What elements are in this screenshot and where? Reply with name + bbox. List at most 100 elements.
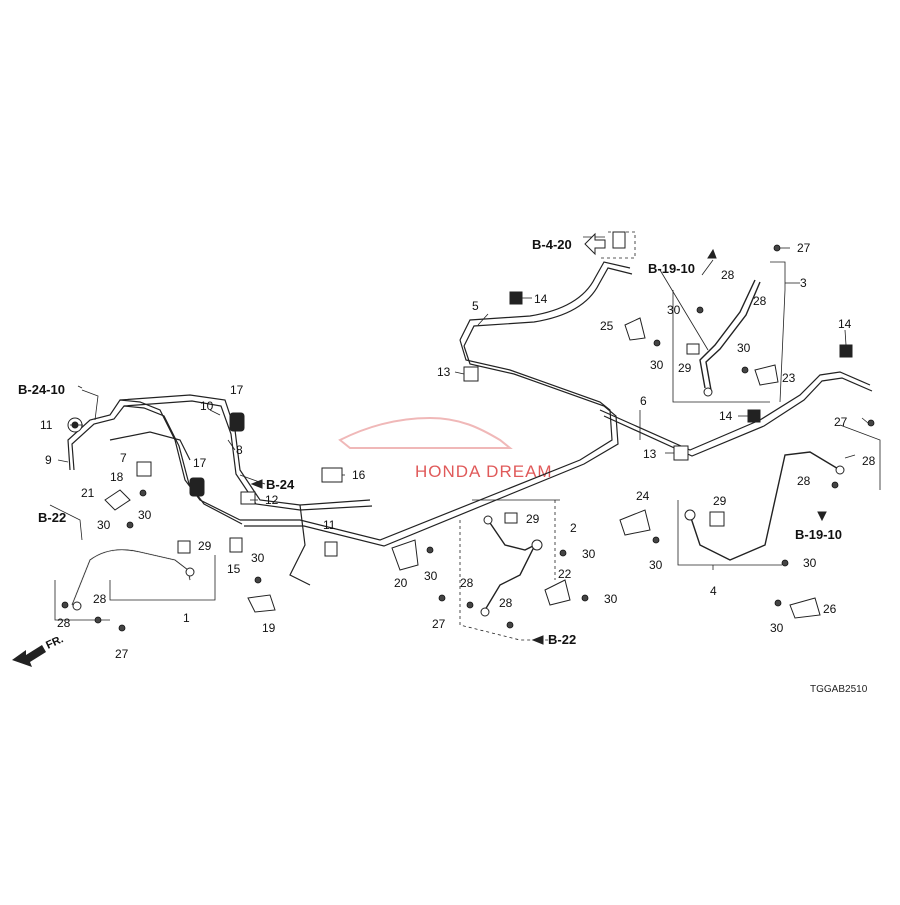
label-3: 3	[800, 276, 807, 290]
leader-lines	[49, 236, 869, 570]
clip-13a	[463, 366, 479, 382]
label-29c: 29	[678, 361, 692, 375]
bracket-25	[624, 317, 646, 341]
ref-b22-mid[interactable]: B-22	[548, 632, 576, 647]
clip-17a	[229, 412, 245, 432]
label-8: 8	[236, 443, 243, 457]
label-28g: 28	[862, 454, 876, 468]
label-30i: 30	[667, 303, 681, 317]
label-30j: 30	[737, 341, 751, 355]
label-30c: 30	[251, 551, 265, 565]
label-28e: 28	[721, 268, 735, 282]
label-26: 26	[823, 602, 837, 616]
clip-14c	[839, 344, 853, 358]
label-11b: 11	[323, 518, 336, 532]
bolts	[61, 244, 875, 632]
label-22: 22	[558, 567, 572, 581]
bracket-19	[247, 594, 276, 613]
clip-14a	[509, 291, 523, 305]
label-10: 10	[200, 399, 214, 413]
label-20: 20	[394, 576, 408, 590]
bracket-26	[789, 597, 821, 619]
brake-hose-3	[699, 279, 761, 397]
clip-18	[136, 461, 152, 477]
ref-b19-10-top[interactable]: B-19-10	[648, 261, 695, 276]
clip-12	[240, 491, 256, 505]
ref-b4-20[interactable]: B-4-20	[532, 237, 572, 252]
label-4: 4	[710, 584, 717, 598]
ref-b24-10[interactable]: B-24-10	[18, 382, 65, 397]
label-13b: 13	[643, 447, 657, 461]
label-30d: 30	[424, 569, 438, 583]
label-30h: 30	[650, 358, 664, 372]
brake-hose-4	[684, 451, 845, 561]
label-30k: 30	[803, 556, 817, 570]
label-30g: 30	[649, 558, 663, 572]
diagram-code: TGGAB2510	[810, 684, 868, 695]
label-17a: 17	[230, 383, 244, 397]
clip-29c	[686, 343, 700, 355]
label-11a: 11	[40, 418, 53, 432]
label-7: 7	[120, 451, 127, 465]
label-15: 15	[227, 562, 241, 576]
brake-hose-1	[71, 549, 195, 611]
label-12: 12	[265, 493, 279, 507]
ref-b24[interactable]: B-24	[266, 477, 295, 492]
label-29d: 29	[713, 494, 727, 508]
label-5: 5	[472, 299, 479, 313]
watermark: HONDA DREAM	[338, 416, 553, 481]
label-21: 21	[81, 486, 95, 500]
label-14b: 14	[719, 409, 733, 423]
ref-b19-10-right[interactable]: B-19-10	[795, 527, 842, 542]
label-27d: 27	[115, 647, 129, 661]
label-18: 18	[110, 470, 124, 484]
watermark-text: HONDA DREAM	[415, 462, 553, 481]
bracket-21	[104, 489, 131, 511]
label-23: 23	[782, 371, 796, 385]
bracket-23	[754, 364, 779, 386]
front-label: FR.	[44, 633, 65, 651]
label-30f: 30	[604, 592, 618, 606]
clip-29b	[504, 512, 518, 524]
label-6: 6	[640, 394, 647, 408]
label-28d: 28	[499, 596, 513, 610]
label-16: 16	[352, 468, 366, 482]
clip-b4-20	[612, 231, 626, 249]
label-29a: 29	[198, 539, 212, 553]
label-29b: 29	[526, 512, 540, 526]
arrow-b4-20-icon	[584, 232, 606, 256]
label-27b: 27	[834, 415, 848, 429]
clip-29d	[709, 511, 725, 527]
label-30l: 30	[770, 621, 784, 635]
bracket-22	[544, 579, 571, 606]
clip-16	[321, 467, 343, 483]
label-30b: 30	[138, 508, 152, 522]
clip-17b	[189, 477, 205, 497]
front-direction-arrow: FR.	[12, 633, 65, 667]
label-17b: 17	[193, 456, 207, 470]
clip-15	[229, 537, 243, 553]
clip-29a	[177, 540, 191, 554]
label-27a: 27	[797, 241, 811, 255]
bracket-24	[619, 509, 651, 536]
label-28f: 28	[753, 294, 767, 308]
label-13a: 13	[437, 365, 451, 379]
bracket-20	[391, 539, 419, 571]
label-24: 24	[636, 489, 650, 503]
label-28c: 28	[460, 576, 474, 590]
label-28b: 28	[93, 592, 107, 606]
label-2: 2	[570, 521, 577, 535]
label-19: 19	[262, 621, 276, 635]
label-14c: 14	[838, 317, 852, 331]
label-1: 1	[183, 611, 190, 625]
brake-hose-2	[480, 515, 543, 617]
ref-b22-left[interactable]: B-22	[38, 510, 66, 525]
label-28a: 28	[57, 616, 71, 630]
clips-and-brackets	[67, 231, 853, 619]
brake-pipe-main	[240, 261, 873, 547]
label-27c: 27	[432, 617, 446, 631]
clip-14b	[747, 409, 761, 423]
reference-labels: B-24-10 B-24 B-22 B-22 B-4-20 B-19-10 B-…	[18, 232, 842, 647]
